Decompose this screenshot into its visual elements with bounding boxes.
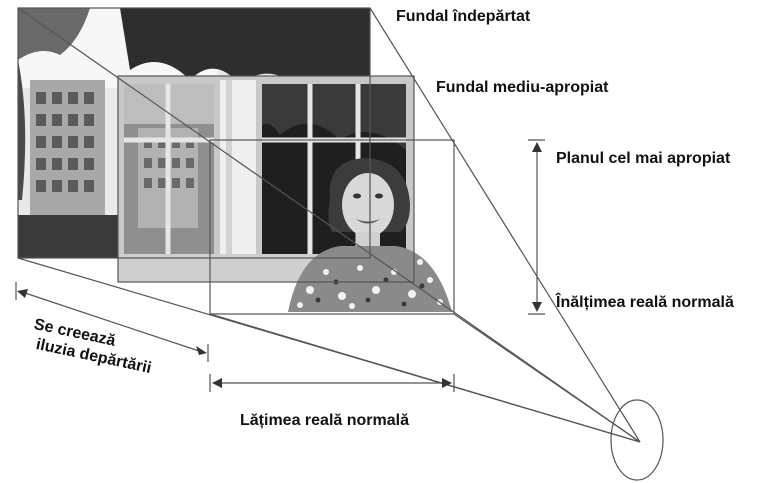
- label-nearest-plane: Planul cel mai apropiat: [556, 150, 730, 168]
- label-far-background: Fundal îndepărtat: [396, 8, 530, 26]
- label-real-height: Înălțimea reală normală: [556, 294, 734, 312]
- label-mid-background: Fundal mediu-apropiat: [436, 79, 608, 97]
- label-real-width: Lățimea reală normală: [240, 412, 409, 430]
- height-arrow: [528, 140, 545, 314]
